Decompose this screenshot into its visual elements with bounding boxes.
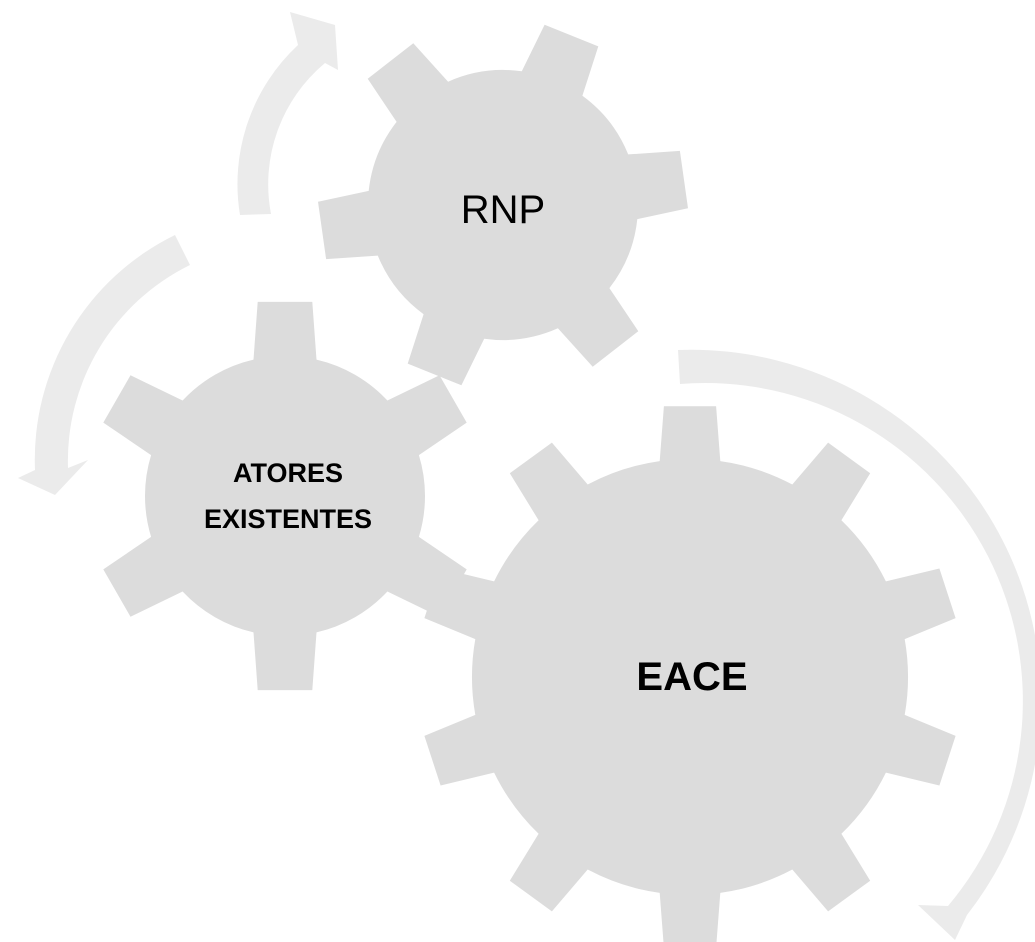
arrow-rnp-up-icon: [237, 12, 338, 215]
gear-label-atores-line2: EXISTENTES: [204, 504, 372, 534]
gear-label-atores-line1: ATORES: [233, 458, 343, 488]
arrow-atores-down-icon: [18, 235, 190, 495]
gear-atores-existentes: [103, 301, 467, 691]
gear-label-rnp: RNP: [461, 188, 545, 232]
gear-eace: [424, 406, 956, 942]
gear-rnp: [318, 24, 688, 386]
gear-label-eace: EACE: [636, 655, 747, 699]
